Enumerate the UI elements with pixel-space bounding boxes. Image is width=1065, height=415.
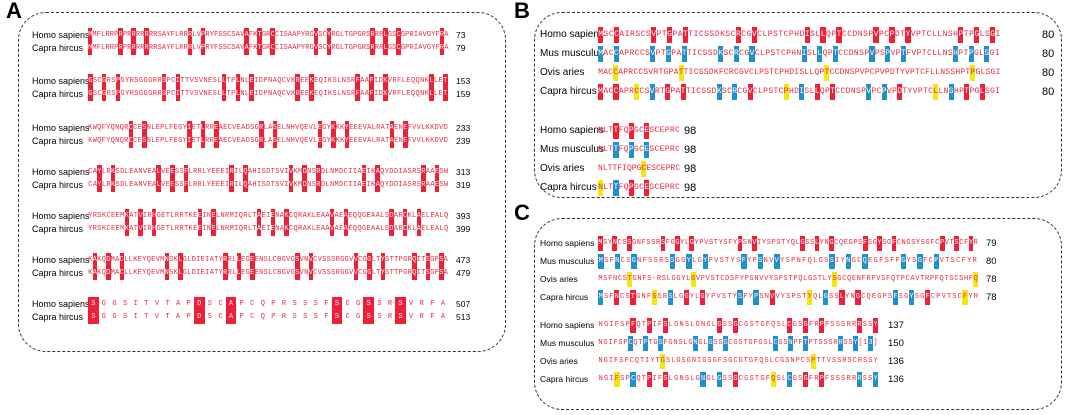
species-name: Mus musculus — [540, 48, 604, 59]
residue-count: 239 — [456, 136, 471, 146]
species-name: Ovis aries — [540, 356, 578, 366]
panel-a-frame — [18, 12, 506, 352]
residue-count: 98 — [684, 182, 697, 194]
species-name: Homo sapiens — [540, 125, 604, 136]
residue-count: 136 — [888, 356, 904, 367]
panel-c-frame — [534, 218, 1062, 410]
species-name: Mus musculus — [540, 256, 595, 266]
species-name: Homo sapiens — [32, 211, 90, 221]
panel-letter-a: A — [6, 0, 22, 23]
species-name: Capra hircus — [540, 374, 589, 384]
species-name: Capra hircus — [32, 43, 84, 53]
panel-b-frame — [534, 12, 1062, 198]
species-name: Homo sapiens — [32, 299, 90, 309]
residue-count: 513 — [456, 312, 471, 322]
residue-count: 78 — [986, 292, 997, 303]
species-name: Capra hircus — [32, 89, 84, 99]
residue-count: 507 — [456, 299, 471, 309]
species-name: Homo sapiens — [32, 255, 90, 265]
species-name: Capra hircus — [32, 180, 84, 190]
species-name: Mus musculus — [540, 338, 595, 348]
residue-count: 479 — [456, 268, 471, 278]
species-name: Mus musculus — [540, 144, 604, 155]
residue-count: 80 — [1042, 67, 1055, 79]
species-name: Ovis aries — [540, 274, 578, 284]
species-name: Homo sapiens — [32, 123, 90, 133]
residue-count: 80 — [1042, 86, 1055, 98]
species-name: Capra hircus — [32, 268, 84, 278]
species-name: Homo sapiens — [32, 30, 90, 40]
species-name: Capra hircus — [540, 182, 597, 193]
species-name: Ovis aries — [540, 67, 585, 78]
residue-count: 73 — [456, 30, 466, 40]
residue-count: 137 — [888, 320, 904, 331]
residue-count: 79 — [456, 43, 466, 53]
residue-count: 159 — [456, 89, 471, 99]
residue-count: 80 — [986, 256, 997, 267]
residue-count: 473 — [456, 255, 471, 265]
residue-count: 136 — [888, 374, 904, 385]
panel-letter-c: C — [514, 200, 530, 225]
species-name: Homo sapiens — [32, 76, 90, 86]
species-name: Capra hircus — [32, 224, 84, 234]
residue-count: 319 — [456, 180, 471, 190]
species-name: Capra hircus — [32, 312, 84, 322]
residue-count: 80 — [1042, 48, 1055, 60]
residue-count: 78 — [986, 274, 997, 285]
residue-count: 399 — [456, 224, 471, 234]
species-name: Capra hircus — [540, 86, 597, 97]
species-name: Capra hircus — [540, 292, 589, 302]
panel-letter-b: B — [514, 0, 530, 23]
residue-count: 98 — [684, 125, 697, 137]
species-name: Capra hircus — [32, 136, 84, 146]
residue-count: 393 — [456, 211, 471, 221]
residue-count: 150 — [888, 338, 904, 349]
residue-count: 98 — [684, 163, 697, 175]
residue-count: 98 — [684, 144, 697, 156]
species-name: Homo sapiens — [32, 167, 90, 177]
residue-count: 233 — [456, 123, 471, 133]
species-name: Homo sapiens — [540, 238, 595, 248]
species-name: Homo sapiens — [540, 29, 604, 40]
residue-count: 79 — [986, 238, 997, 249]
residue-count: 313 — [456, 167, 471, 177]
species-name: Ovis aries — [540, 163, 585, 174]
species-name: Homo sapiens — [540, 320, 595, 330]
residue-count: 80 — [1042, 29, 1055, 41]
residue-count: 153 — [456, 76, 471, 86]
